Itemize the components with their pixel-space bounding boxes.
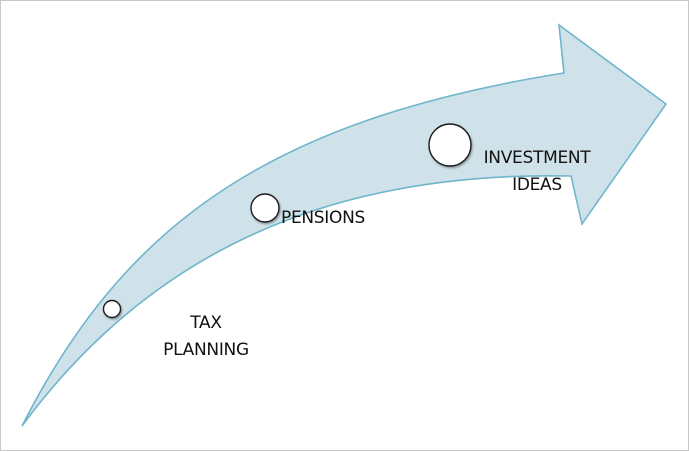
curved-arrow-shape	[21, 23, 668, 427]
tax-planning-line1: TAX	[190, 313, 222, 333]
pensions-label: PENSIONS	[281, 205, 365, 232]
investment-ideas-marker	[428, 123, 472, 167]
tax-planning-line2: PLANNING	[163, 340, 249, 360]
investment-ideas-line1: INVESTMENT	[483, 148, 591, 168]
pensions-marker	[250, 193, 280, 223]
investment-ideas-line2: IDEAS	[512, 175, 562, 195]
investment-ideas-label: INVESTMENT IDEAS	[467, 145, 607, 199]
tax-planning-label: TAX PLANNING	[151, 310, 261, 364]
pensions-line1: PENSIONS	[281, 208, 366, 228]
tax-planning-marker	[102, 299, 122, 319]
